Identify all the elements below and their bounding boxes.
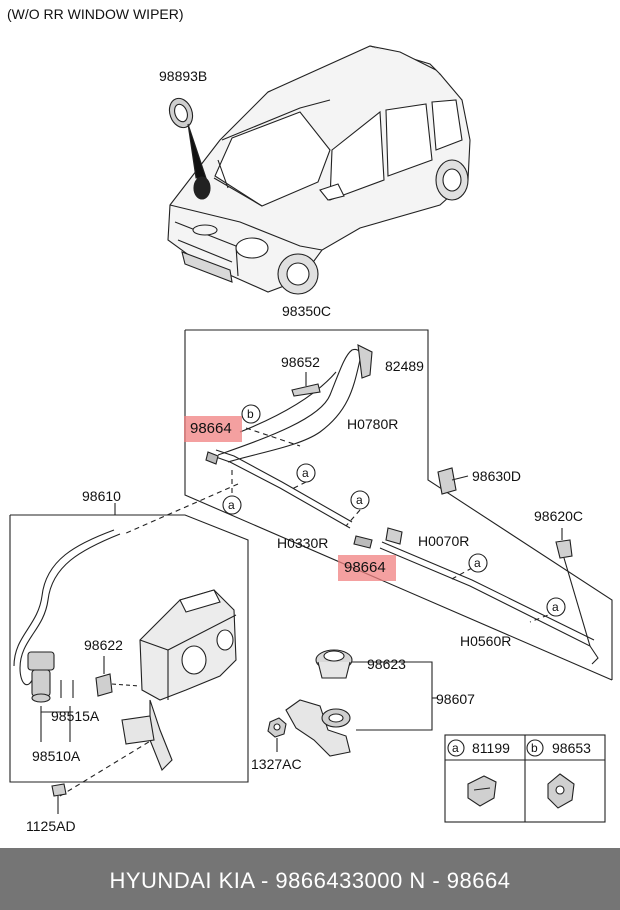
- label-nozzle-98620c: 98620C: [534, 508, 584, 524]
- label-nozzle-98630d: 98630D: [472, 468, 522, 484]
- grommet-pointer: [187, 123, 207, 179]
- grommet-part: [168, 97, 194, 129]
- highlight-lower: [338, 555, 396, 581]
- callout-a: a: [302, 466, 309, 480]
- header-note: (W/O RR WINDOW WIPER): [7, 6, 184, 22]
- callout-a: a: [228, 498, 235, 512]
- label-packing: 98622: [84, 637, 123, 653]
- legend-callout-b: b: [531, 741, 538, 755]
- legend-part-a: 81199: [472, 740, 510, 756]
- label-cap: 98623: [367, 656, 406, 672]
- legend-callout-a: a: [452, 741, 459, 755]
- legend-part-b: 98653: [552, 740, 591, 756]
- label-hose-h0560r: H0560R: [460, 633, 512, 649]
- label-nozzle-clip: 82489: [385, 358, 424, 374]
- callout-a: a: [356, 493, 363, 507]
- label-reservoir-assy: 98610: [82, 488, 121, 504]
- footer-bar: [0, 848, 620, 910]
- highlight-lower-label: 98664: [344, 559, 386, 576]
- label-hose-assy: 98350C: [282, 303, 332, 319]
- callout-a: a: [552, 600, 559, 614]
- label-motor-pump: 98515A: [51, 708, 100, 724]
- label-filler-assy: 98607: [436, 691, 475, 707]
- label-hose-h0070r: H0070R: [418, 533, 470, 549]
- highlight-upper-label: 98664: [190, 420, 232, 437]
- label-hose-h0330r: H0330R: [277, 535, 329, 551]
- callout-a: a: [474, 556, 481, 570]
- label-connector: 98652: [281, 354, 320, 370]
- parts-diagram: [9, 45, 613, 823]
- car-illustration: [167, 45, 471, 295]
- label-nut: 1327AC: [251, 756, 302, 772]
- label-grommet: 98893B: [159, 68, 208, 84]
- label-bolt: 1125AD: [26, 818, 76, 834]
- highlight-upper: [184, 416, 242, 442]
- label-motor-assy: 98510A: [32, 748, 81, 764]
- footer-part-numbers: HYUNDAI KIA - 9866433000 N - 98664: [109, 868, 511, 893]
- callout-b: b: [247, 407, 254, 421]
- label-hose-h0780r: H0780R: [347, 416, 399, 432]
